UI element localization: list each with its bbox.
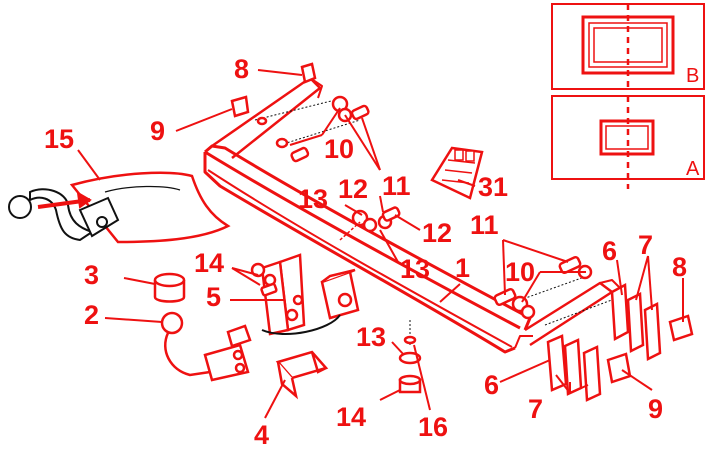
mounting-plates-lower [546,334,632,402]
label-7-lower: 7 [528,394,543,424]
left-bracket-hardware [230,62,370,163]
mounting-plates-upper [610,282,694,361]
inset-b: B [551,3,705,90]
label-9-right: 9 [648,394,663,424]
label-8-top: 8 [234,54,249,84]
label-13-upper: 13 [298,184,328,214]
label-5: 5 [206,282,221,312]
label-6-lower: 6 [484,370,499,400]
label-12-right: 12 [422,218,452,248]
label-14-lower: 14 [336,402,366,432]
callout-labels: 15 8 9 10 11 31 13 12 12 13 11 14 1 3 5 … [44,54,687,450]
label-1: 1 [455,253,470,283]
label-7-upper: 7 [638,230,653,260]
label-6-upper: 6 [602,236,617,266]
label-10-right: 10 [505,257,535,287]
drop-bracket [250,253,306,336]
label-2: 2 [84,300,99,330]
label-13-middle: 13 [400,254,430,284]
label-4: 4 [254,420,269,450]
electrical-module [430,146,484,200]
inset-a-label: A [686,158,700,180]
label-3: 3 [84,260,99,290]
inset-a: A [551,95,705,189]
ball-receiver-block [320,268,360,320]
label-10-top: 10 [324,134,354,164]
inset-b-label: B [686,65,699,87]
label-8-right: 8 [672,252,687,282]
label-12-upper: 12 [338,174,368,204]
tow-ball-neck [8,188,120,242]
central-bolts [339,206,401,241]
label-9-top: 9 [150,116,165,146]
socket-bracket [275,350,329,400]
electrical-socket [160,311,252,382]
label-31: 31 [478,172,508,202]
label-14-upper: 14 [194,248,224,278]
main-cross-beam [203,76,623,354]
dust-cap [153,272,186,303]
label-11-top: 11 [382,171,411,201]
label-16: 16 [418,412,448,442]
label-13-lower: 13 [356,322,386,352]
leader-lines [77,69,684,419]
insertion-arrow-head [76,191,92,209]
label-15: 15 [44,124,74,154]
lower-fixing-stack [398,335,422,394]
label-11-right: 11 [470,210,499,240]
wiring-cable [261,314,341,336]
alignment-lines [254,99,626,345]
